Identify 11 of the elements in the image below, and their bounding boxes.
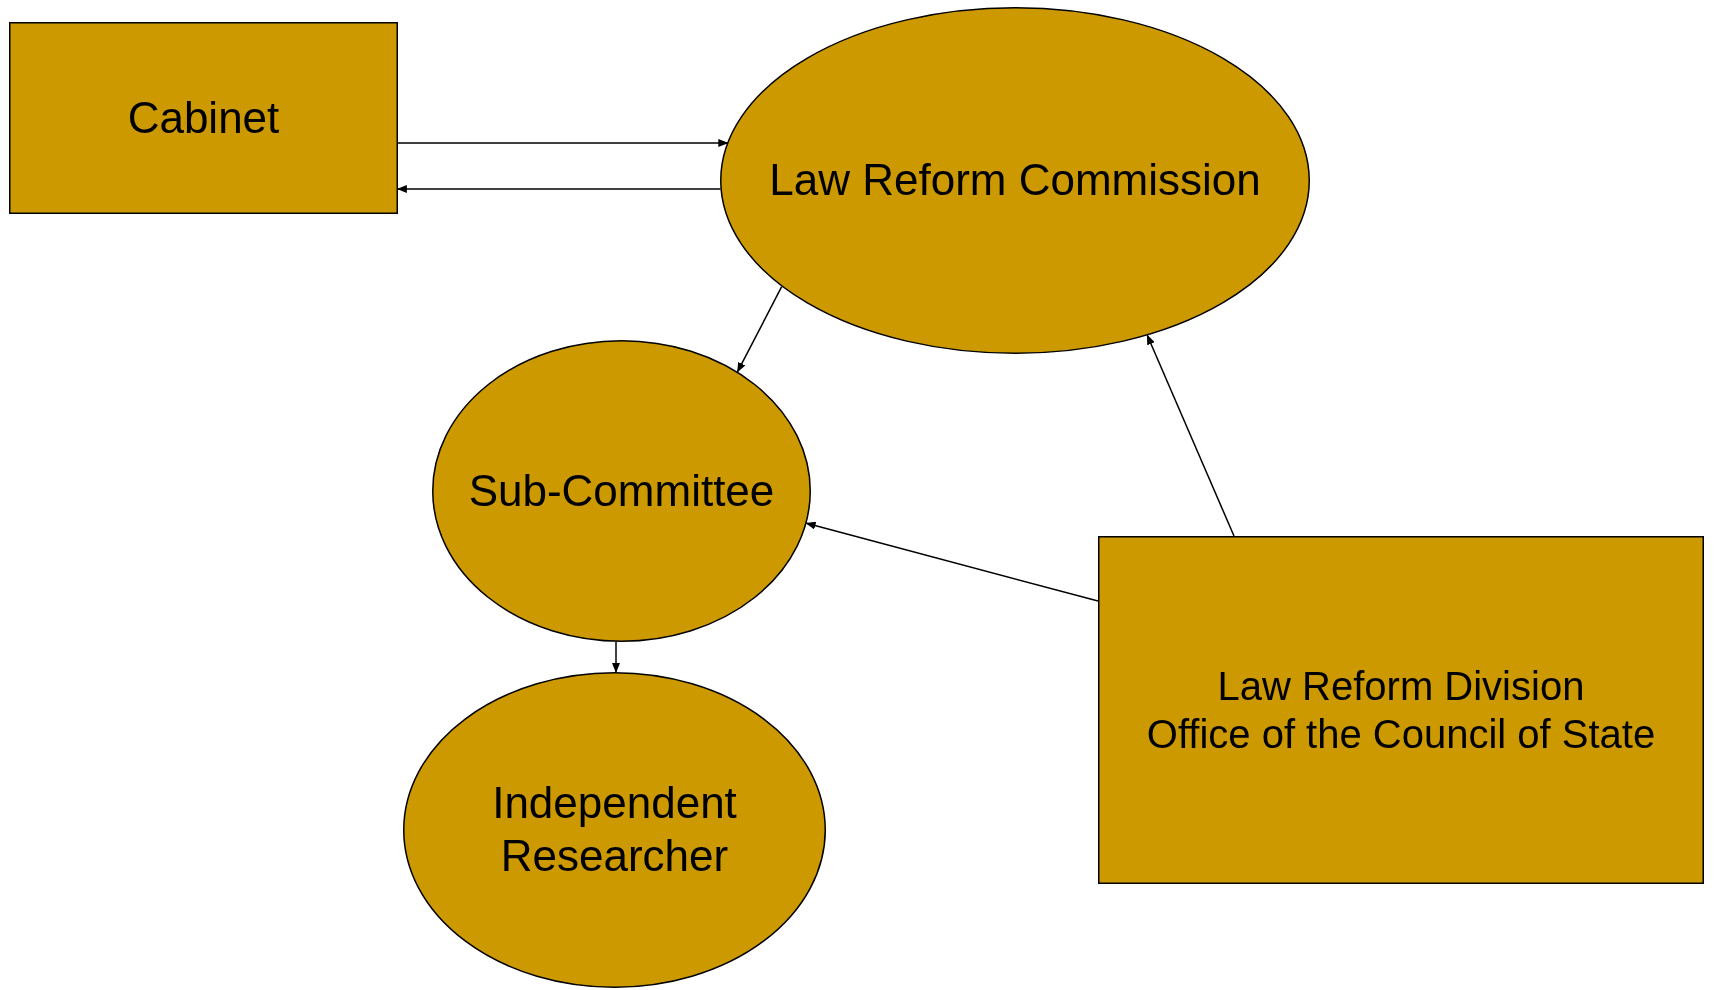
arrow	[805, 521, 1099, 602]
node-label: Law Reform Commission	[769, 154, 1261, 207]
node-label: Independent Researcher	[491, 777, 738, 882]
arrow	[736, 285, 783, 373]
node-label: Law Reform Division	[1217, 663, 1585, 710]
arrow	[397, 139, 729, 147]
arrow	[1146, 334, 1235, 537]
arrow	[612, 641, 620, 673]
node-label: Sub-Committee	[468, 464, 775, 517]
node-label: Office of the Council of State	[1146, 711, 1656, 758]
node-label: Cabinet	[127, 91, 280, 144]
